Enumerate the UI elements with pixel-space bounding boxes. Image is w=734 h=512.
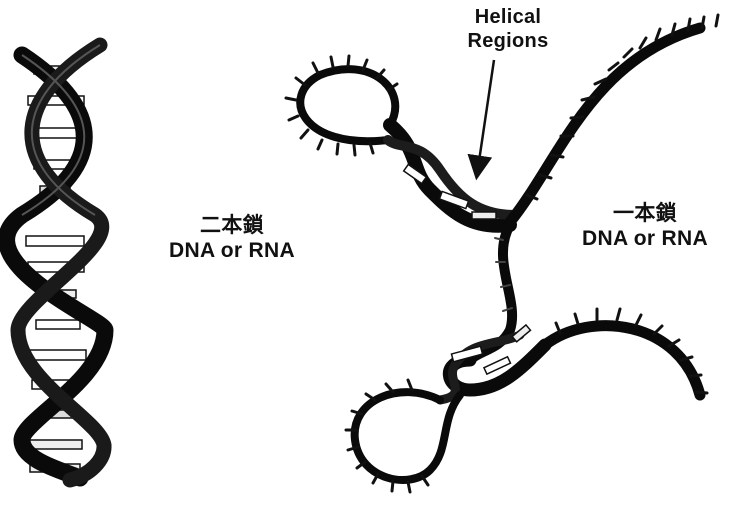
double-stranded-label-line-2: DNA or RNA [142, 239, 322, 264]
upper-hairpin-loop [300, 69, 395, 141]
lower-right-strand [545, 326, 700, 395]
double-helix [7, 45, 105, 480]
upper-helix-stem [388, 125, 515, 226]
lower-helix-stem [440, 325, 545, 400]
single-stranded-label-line-2: DNA or RNA [560, 227, 730, 252]
lower-right-ticks [556, 309, 707, 393]
lower-hairpin-loop [355, 392, 460, 480]
double-stranded-label: 二本鎖 DNA or RNA [142, 214, 322, 264]
single-stranded-label-line-1: 一本鎖 [560, 202, 730, 227]
single-stranded-label: 一本鎖 DNA or RNA [560, 202, 730, 252]
helical-regions-label: Helical Regions [448, 6, 568, 53]
helical-label-line-2: Regions [448, 30, 568, 54]
double-stranded-label-line-1: 二本鎖 [142, 214, 322, 239]
upper-right-strand [510, 28, 700, 222]
helical-arrow [478, 60, 494, 168]
helical-label-line-1: Helical [448, 6, 568, 30]
single-strand [286, 15, 718, 492]
